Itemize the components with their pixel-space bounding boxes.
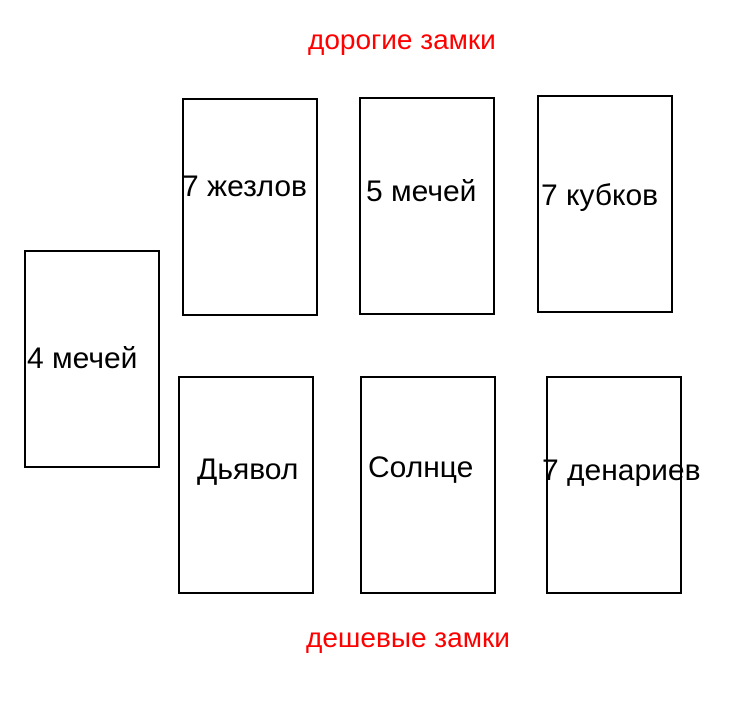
card-devil xyxy=(178,376,314,594)
card-7-cups xyxy=(537,95,673,313)
card-label: 7 кубков xyxy=(541,179,659,212)
card-4-swords xyxy=(24,250,160,468)
card-label: Солнце xyxy=(368,451,474,484)
card-label: 5 мечей xyxy=(366,175,477,208)
expensive-castles-heading: дорогие замки xyxy=(308,24,496,55)
cheap-castles-heading: дешевые замки xyxy=(306,622,510,653)
card-7-wands xyxy=(182,98,318,316)
card-5-swords xyxy=(359,97,495,315)
card-sun xyxy=(360,376,496,594)
card-label: Дьявол xyxy=(197,453,299,486)
card-7-pentacles xyxy=(546,376,682,594)
card-label: 7 жезлов xyxy=(182,170,307,203)
card-label: 4 мечей xyxy=(27,342,138,375)
card-label: 7 денариев xyxy=(542,454,701,487)
